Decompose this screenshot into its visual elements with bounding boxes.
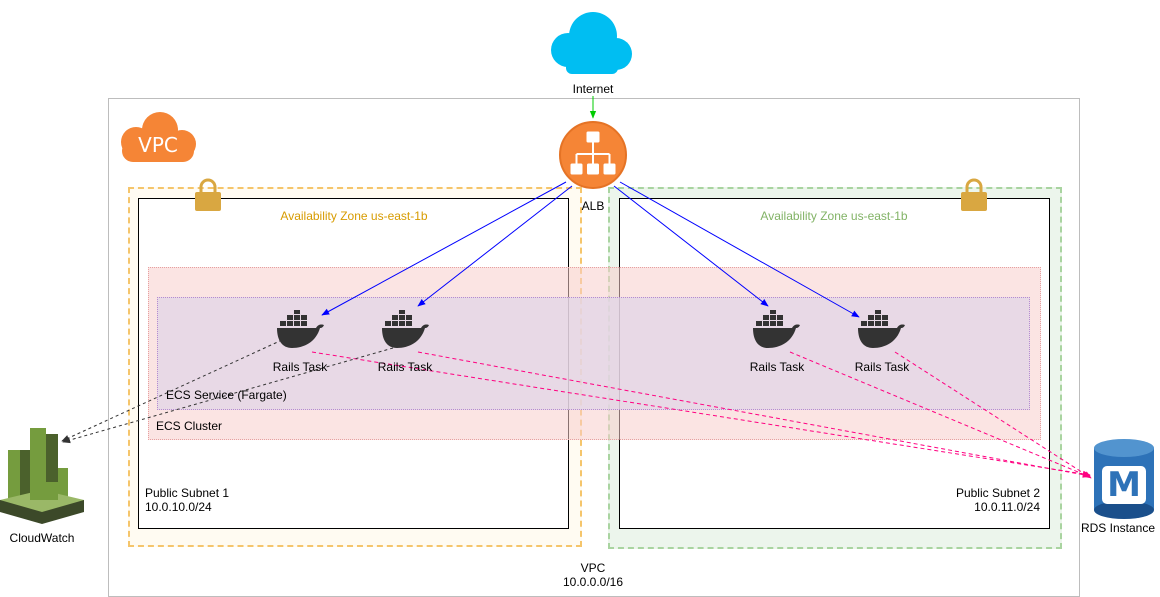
- rails-task-3-label: Rails Task: [749, 360, 805, 374]
- alb-node: [558, 120, 628, 190]
- task-1-to-cloudwatch-link: [61, 339, 283, 442]
- rails-task-4-label: Rails Task: [854, 360, 910, 374]
- cloudwatch-label: CloudWatch: [9, 531, 75, 545]
- vpc-name: VPC: [580, 561, 606, 575]
- alb-to-task-4-link: [619, 181, 860, 318]
- task-1-to-rds-link: [311, 351, 1091, 478]
- rds-label: RDS Instance: [1080, 521, 1156, 535]
- internet-cloud-icon: [551, 12, 632, 74]
- vpc-badge: VPC: [116, 106, 200, 164]
- public-subnet-2-cidr: 10.0.11.0/24: [974, 500, 1040, 514]
- rds-icon-letter: M: [1107, 465, 1141, 505]
- lock-icon: [961, 178, 987, 211]
- public-subnet-2-name: Public Subnet 2: [955, 486, 1040, 500]
- cloudwatch-icon: [0, 428, 84, 524]
- task-4-to-rds-link: [894, 351, 1092, 479]
- rails-task-2-label: Rails Task: [377, 360, 433, 374]
- alb-to-task-2-link: [417, 185, 573, 307]
- vpc-cloud-icon: [121, 112, 196, 162]
- docker-whale-icon: [382, 310, 429, 348]
- internet-label: Internet: [572, 82, 614, 96]
- rails-task-1-label: Rails Task: [272, 360, 328, 374]
- rds-node: M: [1092, 438, 1156, 520]
- ecs-cluster-label: ECS Cluster: [156, 419, 223, 433]
- vpc-cidr: 10.0.0.0/16: [562, 575, 624, 589]
- docker-whale-icon: [277, 310, 324, 348]
- lock-icon: [195, 178, 221, 211]
- docker-whale-icon: [858, 310, 905, 348]
- public-subnet-1-name: Public Subnet 1: [145, 486, 230, 500]
- rds-database-icon: [1094, 439, 1154, 519]
- alb-to-task-3-link: [613, 185, 769, 307]
- availability-zone-1-title: Availability Zone us-east-1b: [280, 209, 428, 223]
- task-2-to-rds-link: [417, 351, 1091, 478]
- ecs-service-label: ECS Service (Fargate): [166, 388, 287, 402]
- task-3-to-rds-link: [789, 351, 1091, 478]
- availability-zone-2-title: Availability Zone us-east-1b: [760, 209, 908, 223]
- public-subnet-1-cidr: 10.0.10.0/24: [145, 500, 212, 514]
- alb-label: ALB: [581, 199, 605, 213]
- docker-whale-icon: [753, 310, 800, 348]
- vpc-badge-label: VPC: [138, 133, 178, 157]
- load-balancer-icon: [559, 121, 627, 189]
- alb-to-task-1-link: [321, 181, 567, 316]
